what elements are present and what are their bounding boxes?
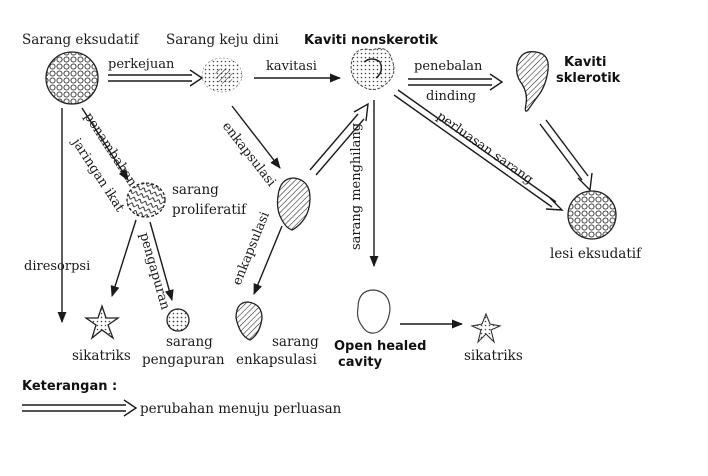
legend-title: Keterangan :	[22, 379, 117, 394]
label-kaviti-sklerotik-1: Kaviti	[564, 55, 606, 70]
sarang-pengapuran-shape	[166, 308, 190, 332]
label-sarang-proliferatif-2: proliferatif	[172, 202, 247, 218]
open-healed-cavity-shape	[356, 289, 391, 334]
arrow-perluasan-sarang	[393, 89, 564, 211]
label-sarang-pengapuran-2: pengapuran	[142, 352, 225, 368]
sarang-eksudatif-shape	[45, 51, 99, 105]
kaviti-nonskerotik-shape	[350, 47, 395, 90]
encapsulated-lesion-shape	[276, 177, 311, 231]
edge-label-sarang-menghilang: sarang menghilang	[349, 123, 364, 250]
edge-label-perkejuan: perkejuan	[108, 57, 175, 72]
label-sarang-keju-dini: Sarang keju dini	[166, 32, 279, 48]
label-open-healed-1: Open healed	[334, 339, 426, 354]
label-open-healed-2: cavity	[338, 355, 383, 370]
sikatriks-left-shape	[83, 303, 121, 340]
arrow-proliferatif-to-sikatriks	[110, 219, 137, 298]
label-kaviti-nonskerotik: Kaviti nonskerotik	[304, 33, 438, 48]
label-lesi-eksudatif: lesi eksudatif	[550, 246, 642, 262]
edge-label-enkapsulasi-2: enkapsulasi	[230, 210, 273, 288]
label-sarang-pengapuran-1: sarang	[166, 334, 213, 350]
kaviti-sklerotik-shape	[516, 51, 549, 112]
arrow-pengapuran	[149, 221, 174, 302]
label-sarang-enkapsulasi-2: enkapsulasi	[236, 352, 317, 368]
sarang-enkapsulasi-shape	[235, 301, 263, 341]
lesi-eksudatif-shape	[567, 190, 617, 240]
arrow-penambahan	[81, 107, 129, 181]
label-sarang-proliferatif-1: sarang	[172, 182, 219, 198]
edge-label-perluasan-sarang: perluasan sarang	[434, 109, 536, 187]
edge-label-diresorpsi: diresorpsi	[24, 259, 90, 274]
arrow-penebalan	[408, 73, 504, 91]
label-kaviti-sklerotik-2: sklerotik	[556, 71, 621, 86]
edge-label-dinding: dinding	[426, 89, 476, 104]
arrow-enkapsulasi-1	[231, 105, 281, 169]
sikatriks-right-shape	[470, 312, 502, 344]
edge-label-pengapuran: pengapuran	[136, 231, 173, 312]
label-sarang-eksudatif: Sarang eksudatif	[22, 32, 140, 48]
arrow-perkejuan	[108, 69, 204, 87]
label-sarang-enkapsulasi-1: sarang	[272, 334, 319, 350]
sarang-keju-dini-shape	[201, 57, 243, 93]
arrow-sklerotik-to-lesi	[539, 119, 593, 192]
arrow-enkapsulasi-2	[253, 225, 283, 296]
legend-double-arrow	[22, 399, 138, 417]
label-sikatriks-right: sikatriks	[464, 348, 523, 364]
legend-text: perubahan menuju perluasan	[140, 401, 342, 417]
label-sikatriks-left: sikatriks	[72, 348, 131, 364]
edge-label-penebalan: penebalan	[414, 59, 483, 74]
edge-label-kavitasi: kavitasi	[266, 59, 317, 74]
sarang-proliferatif-shape	[126, 182, 166, 218]
arrow-enkapsulasi-to-kaviti	[309, 102, 369, 176]
